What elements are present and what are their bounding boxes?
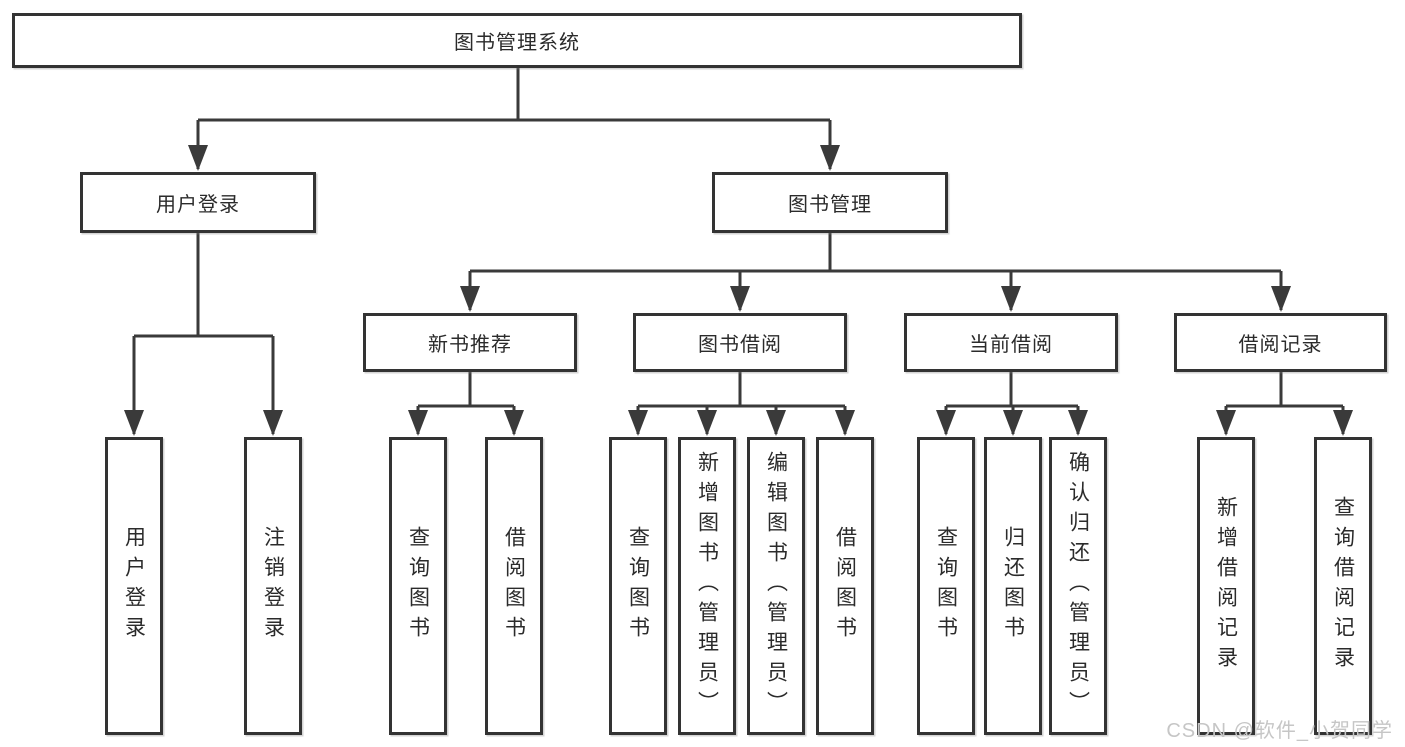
leaf-query-borrow-record-label: 查询借阅记录 <box>1331 496 1355 676</box>
leaf-confirm-return-admin: 确认归还（管理员） <box>1049 437 1107 735</box>
leaf-user-login-label: 用户登录 <box>122 526 146 646</box>
node-root-label: 图书管理系统 <box>454 32 580 54</box>
leaf-borrow-query-books: 查询图书 <box>609 437 667 735</box>
leaf-current-query-books-label: 查询图书 <box>934 526 958 646</box>
node-new-book-recommend: 新书推荐 <box>363 313 577 372</box>
leaf-recommend-borrow-books-label: 借阅图书 <box>502 526 526 646</box>
leaf-user-login: 用户登录 <box>105 437 163 735</box>
node-book-borrow: 图书借阅 <box>633 313 847 372</box>
leaf-logout-label: 注销登录 <box>261 526 285 646</box>
node-current-borrow-label: 当前借阅 <box>969 334 1053 356</box>
node-book-management-label: 图书管理 <box>788 194 872 216</box>
leaf-borrow-books-label: 借阅图书 <box>833 526 857 646</box>
leaf-logout: 注销登录 <box>244 437 302 735</box>
leaf-recommend-query-books-label: 查询图书 <box>406 526 430 646</box>
leaf-edit-books-admin: 编辑图书（管理员） <box>747 437 805 735</box>
leaf-current-query-books: 查询图书 <box>917 437 975 735</box>
leaf-recommend-query-books: 查询图书 <box>389 437 447 735</box>
leaf-add-books-admin-label: 新增图书（管理员） <box>695 451 719 721</box>
leaf-edit-books-admin-label: 编辑图书（管理员） <box>764 451 788 721</box>
leaf-borrow-books: 借阅图书 <box>816 437 874 735</box>
node-current-borrow: 当前借阅 <box>904 313 1118 372</box>
node-book-management: 图书管理 <box>712 172 948 233</box>
leaf-return-books: 归还图书 <box>984 437 1042 735</box>
leaf-return-books-label: 归还图书 <box>1001 526 1025 646</box>
node-user-login-branch: 用户登录 <box>80 172 316 233</box>
leaf-confirm-return-admin-label: 确认归还（管理员） <box>1066 451 1090 721</box>
csdn-watermark: CSDN @软件_小贺同学 <box>1166 720 1393 742</box>
leaf-recommend-borrow-books: 借阅图书 <box>485 437 543 735</box>
node-book-borrow-label: 图书借阅 <box>698 334 782 356</box>
node-borrow-records-label: 借阅记录 <box>1238 334 1323 356</box>
leaf-borrow-query-books-label: 查询图书 <box>626 526 650 646</box>
leaf-query-borrow-record: 查询借阅记录 <box>1314 437 1372 735</box>
node-root: 图书管理系统 <box>12 13 1022 68</box>
leaf-add-books-admin: 新增图书（管理员） <box>678 437 736 735</box>
leaf-add-borrow-record-label: 新增借阅记录 <box>1214 496 1238 676</box>
leaf-add-borrow-record: 新增借阅记录 <box>1197 437 1255 735</box>
node-user-login-branch-label: 用户登录 <box>156 194 240 216</box>
node-borrow-records: 借阅记录 <box>1174 313 1387 372</box>
node-new-book-recommend-label: 新书推荐 <box>428 334 512 356</box>
